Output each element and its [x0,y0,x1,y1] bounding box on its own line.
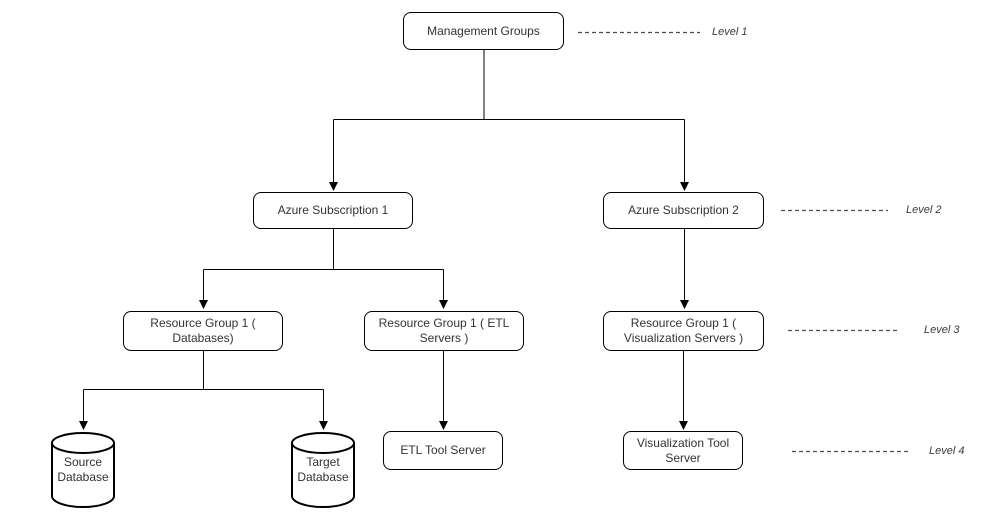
arrowhead-rg-databases [199,300,208,309]
target-database-cylinder-body [291,443,355,508]
level-1-label: Level 1 [712,26,748,38]
node-management-groups-label: Management Groups [427,23,540,38]
node-resource-group-databases-label: Resource Group 1 ( Databases) [150,316,256,345]
level-4-label: Level 4 [929,445,965,457]
connector-rgdb-to-databases [83,351,324,421]
source-database-cylinder-top [51,432,115,454]
arrowhead-rg-etl [439,300,448,309]
arrowhead-source-db [79,421,88,430]
node-resource-group-visualization-servers: Resource Group 1 ( Visualization Servers… [603,311,764,351]
node-source-database-label: Source Database [57,455,109,484]
arrowhead-rg-visualization [680,300,689,309]
connector-mg-to-subscriptions [333,50,685,183]
node-visualization-tool-server: Visualization Tool Server [623,431,743,470]
node-etl-tool-server-label: ETL Tool Server [400,443,486,457]
node-resource-group-etl-servers: Resource Group 1 ( ETL Servers ) [364,311,524,351]
level-2-label: Level 2 [906,204,942,216]
arrowhead-etl-server [439,421,448,430]
node-azure-subscription-1: Azure Subscription 1 [253,192,413,229]
node-azure-subscription-2-label: Azure Subscription 2 [628,203,739,217]
node-etl-tool-server: ETL Tool Server [383,431,503,470]
level-3-label: Level 3 [924,324,960,336]
target-database-cylinder-top [291,432,355,454]
arrowhead-target-db [319,421,328,430]
node-visualization-tool-server-label: Visualization Tool Server [636,435,730,465]
source-database-cylinder-body [51,443,115,508]
arrowhead-sub2 [680,182,689,191]
node-resource-group-databases: Resource Group 1 ( Databases) [123,311,283,351]
connector-sub1-to-resource-groups [203,229,444,301]
arrowhead-sub1 [329,182,338,191]
node-resource-group-visualization-servers-label: Resource Group 1 ( Visualization Servers… [623,316,744,345]
node-azure-subscription-2: Azure Subscription 2 [603,192,764,229]
node-resource-group-etl-servers-label: Resource Group 1 ( ETL Servers ) [378,316,510,345]
node-management-groups: Management Groups [403,12,564,50]
node-target-database-label: Target Database [297,455,349,484]
arrowhead-viz-server [679,421,688,430]
node-azure-subscription-1-label: Azure Subscription 1 [277,203,389,217]
